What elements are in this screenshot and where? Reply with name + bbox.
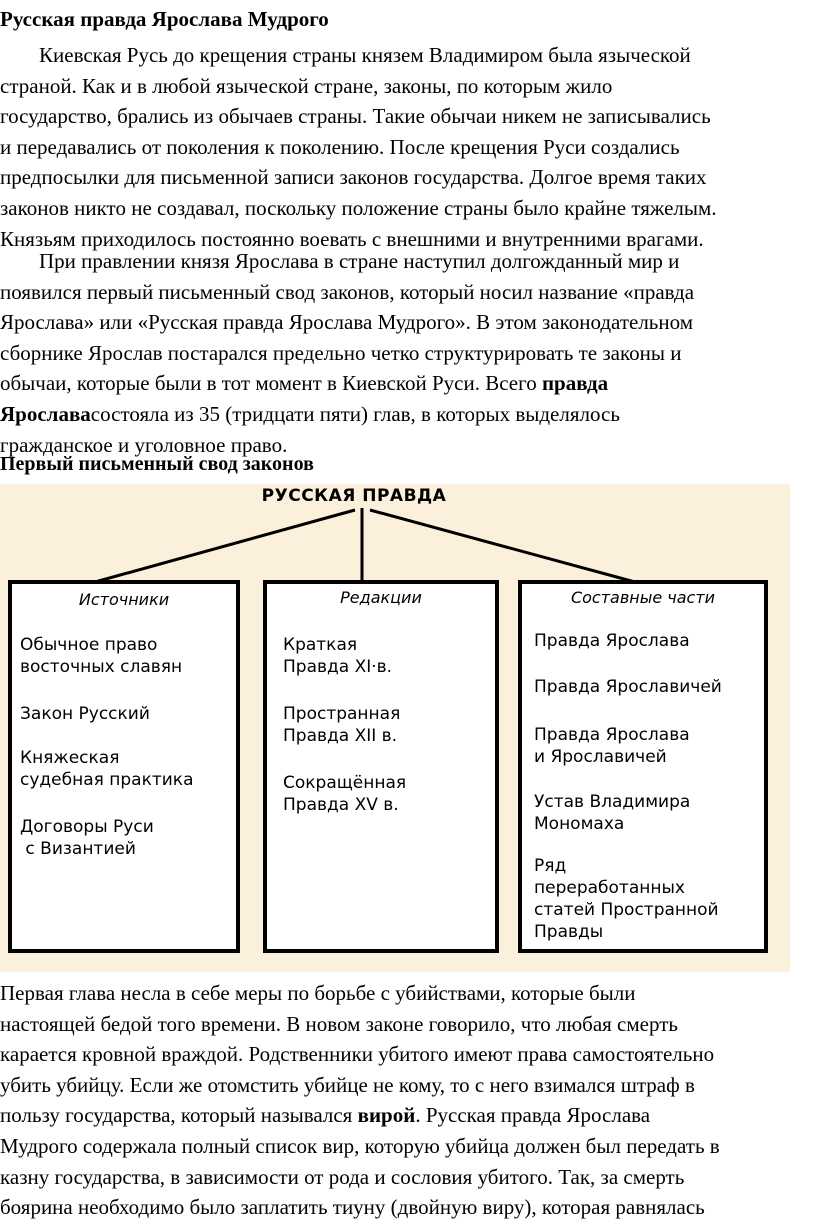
box-item: Ряд переработанных статей Пространной Пр… <box>534 856 719 942</box>
text-line: казну государства, в зависимости от рода… <box>0 1164 685 1189</box>
box-editions: Редакции Краткая Правда XI·в. Пространна… <box>263 580 499 953</box>
text-line: обычаи, которые были в тот момент в Киев… <box>0 368 812 399</box>
box-sources: Источники Обычное право восточных славян… <box>8 580 240 953</box>
text-line: государство, брались из обычаев страны. … <box>0 104 711 129</box>
paragraph-1: Киевская Русь до крещения страны князем … <box>0 40 812 254</box>
section-heading: Первый письменный свод законов <box>0 453 314 475</box>
box-item: Пространная Правда XII в. <box>283 704 401 746</box>
text-line: Ярослава» или «Русская правда Ярослава М… <box>0 310 694 335</box>
text-line: законов никто не создавал, поскольку пол… <box>0 195 717 220</box>
text-run: обычаи, которые были в тот момент в Киев… <box>0 371 542 396</box>
text-run: . Русская правда Ярослава <box>415 1103 651 1128</box>
bold-term: Ярослава <box>0 401 91 426</box>
text-line: появился первый письменный свод законов,… <box>0 279 695 304</box>
box-item: Обычное право восточных славян <box>20 635 183 677</box>
structure-diagram: РУССКАЯ ПРАВДА Источники Обычное право в… <box>0 484 790 972</box>
text-line: убить убийцу. Если же отомстить убийце н… <box>0 1072 695 1097</box>
text-line: и передавались от поколения к поколению.… <box>0 134 680 159</box>
connector-lines <box>94 508 636 584</box>
box-header: Источники <box>78 590 170 609</box>
connector-right <box>369 508 636 584</box>
text-line: карается кровной враждой. Родственники у… <box>0 1042 715 1067</box>
diagram-root-label: РУССКАЯ ПРАВДА <box>261 486 447 506</box>
text-line: гражданское и уголовное право. <box>0 432 288 457</box>
text-line: настоящей бедой того времени. В новом за… <box>0 1011 678 1036</box>
box-parts: Составные части Правда Ярослава Правда Я… <box>518 580 768 953</box>
box-item: Правда Ярослава и Ярославичей <box>534 725 690 767</box>
box-item: Устав Владимира Мономаха <box>534 792 691 834</box>
box-item: Правда Ярослава <box>534 631 690 651</box>
bold-term: правда <box>541 371 609 396</box>
box-header: Составные части <box>570 588 716 607</box>
text-line: Мудрого содержала полный список вир, кот… <box>0 1133 720 1158</box>
box-item: Княжеская судебная практика <box>20 748 194 790</box>
text-line: При правлении князя Ярослава в стране на… <box>39 249 680 273</box>
document-title: Русская правда Ярослава Мудрого <box>0 7 329 31</box>
text-run: пользу государства, который назывался <box>0 1103 358 1128</box>
paragraph-2: При правлении князя Ярослава в стране на… <box>0 246 812 460</box>
text-line: боярина необходимо было заплатить тиуну … <box>0 1195 705 1220</box>
text-line: Ярославасостояла из 35 (тридцати пяти) г… <box>0 399 812 430</box>
paragraph-3: Первая глава несла в себе меры по борьбе… <box>0 978 812 1223</box>
text-line: предпосылки для письменной записи законо… <box>0 165 707 190</box>
text-line: пользу государства, который назывался ви… <box>0 1100 812 1131</box>
bold-term: вирой <box>357 1103 416 1128</box>
box-item: Договоры Руси с Византией <box>20 817 154 859</box>
text-run: состояла из 35 (тридцати пяти) глав, в к… <box>90 401 620 426</box>
box-item: Закон Русский <box>20 704 150 724</box>
text-line: сборнике Ярослав постарался предельно че… <box>0 340 682 365</box>
connector-left <box>94 508 356 584</box>
box-item: Правда Ярославичей <box>534 677 722 697</box>
text-line: Князьям приходилось постоянно воевать с … <box>0 226 704 251</box>
text-line: страной. Как и в любой языческой стране,… <box>0 73 613 98</box>
text-line: Киевская Русь до крещения страны князем … <box>39 43 691 67</box>
box-item: Сокращённая Правда XV в. <box>283 773 407 815</box>
box-header: Редакции <box>340 588 422 607</box>
box-item: Краткая Правда XI·в. <box>283 635 393 677</box>
text-line: Первая глава несла в себе меры по борьбе… <box>0 981 636 1005</box>
